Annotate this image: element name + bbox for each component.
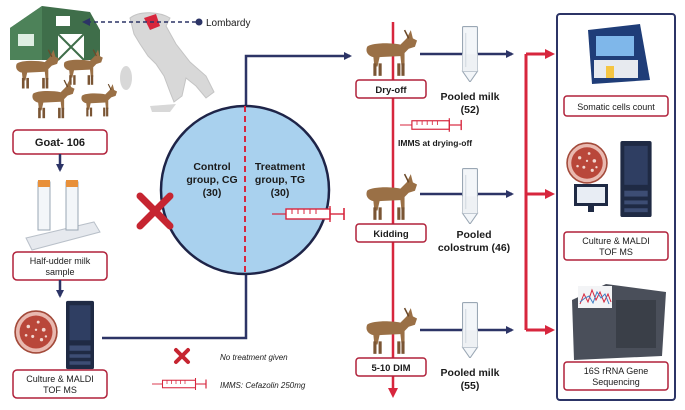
milk-tube-icon	[461, 301, 479, 358]
timepoint-label-dim: 5-10 DIM	[371, 363, 410, 374]
baseline-culture-box	[12, 369, 108, 399]
baseline-culture-line2: TOF MS	[43, 385, 77, 395]
sequencer-icon	[572, 284, 666, 360]
herd-label: Goat- 106	[35, 137, 85, 149]
analysis-maldi-line2: TOF MS	[599, 247, 633, 257]
milk-tube-icon	[461, 167, 479, 224]
syringe-icon	[400, 118, 462, 132]
sample-dim-line2: (55)	[461, 380, 480, 392]
lab-instrument-icon	[620, 140, 652, 218]
timepoint-box-dim	[355, 357, 427, 377]
analysis-box-scc	[563, 95, 669, 117]
analysis-16s-line2: Sequencing	[592, 377, 640, 387]
sample-tubes-icon	[25, 180, 101, 251]
treatment-group-line1: Treatment	[255, 161, 306, 173]
baseline-culture-line1: Culture & MALDI	[26, 374, 94, 384]
cross-mark-icon	[136, 192, 174, 230]
treatment-group-count: (30)	[271, 187, 290, 199]
treatment-group-line2: group, TG	[255, 174, 305, 186]
analysis-16s-line1: 16S rRNA Gene	[584, 366, 649, 376]
sample-dryoff-line1: Pooled milk	[441, 91, 500, 103]
control-group-line2: group, CG	[186, 174, 237, 186]
sample-label-line1: Half-udder milk	[30, 256, 91, 266]
sample-dim-line1: Pooled milk	[441, 367, 500, 379]
legend-imms: IMMS: Cefazolin 250mg	[220, 381, 306, 390]
control-group-count: (30)	[203, 187, 222, 199]
legend-cross-icon	[174, 348, 190, 364]
analysis-box-maldi	[563, 231, 669, 261]
petri-dish-icon	[566, 142, 608, 184]
italy-map-icon	[120, 12, 215, 112]
control-group-line1: Control	[193, 161, 230, 173]
computer-monitor-icon	[574, 184, 608, 212]
lab-instrument-icon	[66, 300, 94, 370]
analysis-box-16s	[563, 361, 669, 391]
milk-tube-icon	[461, 25, 479, 82]
timepoint-label-dryoff: Dry-off	[375, 85, 407, 96]
petri-dish-icon	[14, 310, 58, 354]
barn-icon	[10, 6, 100, 61]
sample-kidding-line1: Pooled	[456, 229, 491, 241]
legend-no-treatment: No treatment given	[220, 353, 288, 362]
cell-counter-icon	[588, 24, 650, 84]
timepoint-label-kidding: Kidding	[373, 229, 409, 240]
treatment-note: IMMS at drying-off	[398, 138, 472, 148]
sample-label-line2: sample	[45, 267, 74, 277]
location-label: Lombardy	[206, 18, 250, 29]
sample-dryoff-line2: (52)	[461, 104, 480, 116]
analysis-maldi-line1: Culture & MALDI	[582, 236, 650, 246]
timepoint-box-dryoff	[355, 79, 427, 99]
legend-syringe-icon	[151, 378, 207, 390]
analysis-scc-line1: Somatic cells count	[577, 102, 655, 112]
sample-kidding-line2: colostrum (46)	[438, 242, 510, 254]
timepoint-box-kidding	[355, 223, 427, 243]
